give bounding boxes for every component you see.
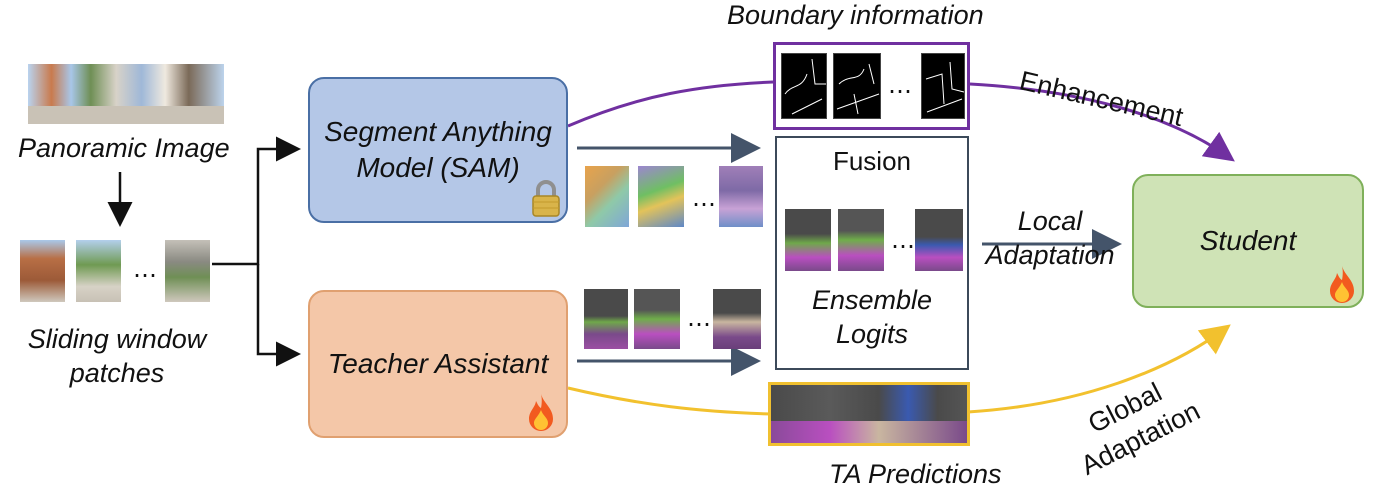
teacher-assistant-label: Teacher Assistant (327, 347, 549, 379)
ensemble-logits-thumbnail (785, 209, 831, 271)
ellipsis: … (692, 184, 716, 212)
sam-mask-thumbnail (638, 166, 684, 227)
fire-icon (529, 394, 553, 431)
boundary-map-thumbnail (921, 53, 965, 119)
local-adaptation-label: Local Adaptation (985, 206, 1115, 270)
sam-mask-thumbnail (585, 166, 629, 227)
sam-label-line2: Model (SAM) (356, 152, 520, 183)
ta-predictions-box (768, 382, 970, 446)
ta-logits-thumbnail (713, 289, 761, 349)
ellipsis: … (133, 255, 157, 283)
sam-label-line1: Segment Anything (324, 115, 552, 147)
lock-icon (532, 180, 560, 217)
panoramic-image (28, 64, 224, 124)
ensemble-logits-thumbnail (915, 209, 963, 271)
connector-fork-ta (256, 264, 301, 367)
curve-global-adaptation (967, 324, 1231, 414)
connector-patches-fork (212, 136, 301, 266)
ensemble-logits-thumbnail (838, 209, 884, 271)
boundary-information-box: … (773, 42, 970, 130)
student-label: Student (1199, 224, 1297, 256)
fusion-box: Fusion … Ensemble Logits (775, 136, 969, 370)
teacher-assistant-box: Teacher Assistant (308, 290, 568, 438)
ellipsis: … (891, 226, 915, 254)
ta-logits-thumbnail (634, 289, 680, 349)
patch-thumbnail (165, 240, 210, 302)
sliding-window-label: Sliding window patches (27, 324, 207, 388)
fusion-label: Fusion (832, 146, 912, 176)
ellipsis: … (687, 304, 711, 332)
sam-box: Segment Anything Model (SAM) (308, 77, 568, 223)
patch-thumbnail (76, 240, 121, 302)
boundary-map-thumbnail (781, 53, 827, 119)
panoramic-image-label: Panoramic Image (18, 133, 230, 163)
curve-ta-to-predictions (567, 386, 772, 416)
ta-predictions-label: TA Predictions (829, 459, 1002, 489)
ensemble-logits-label: Ensemble Logits (811, 285, 933, 349)
curve-sam-to-boundary (567, 80, 774, 128)
boundary-map-thumbnail (833, 53, 881, 119)
sam-mask-thumbnail (719, 166, 763, 227)
ellipsis: … (888, 71, 912, 99)
boundary-information-label: Boundary information (727, 0, 984, 30)
student-box: Student (1132, 174, 1364, 308)
ta-logits-thumbnail (584, 289, 628, 349)
curve-enhancement (969, 82, 1235, 162)
fire-icon (1330, 266, 1354, 303)
patch-thumbnail (20, 240, 65, 302)
